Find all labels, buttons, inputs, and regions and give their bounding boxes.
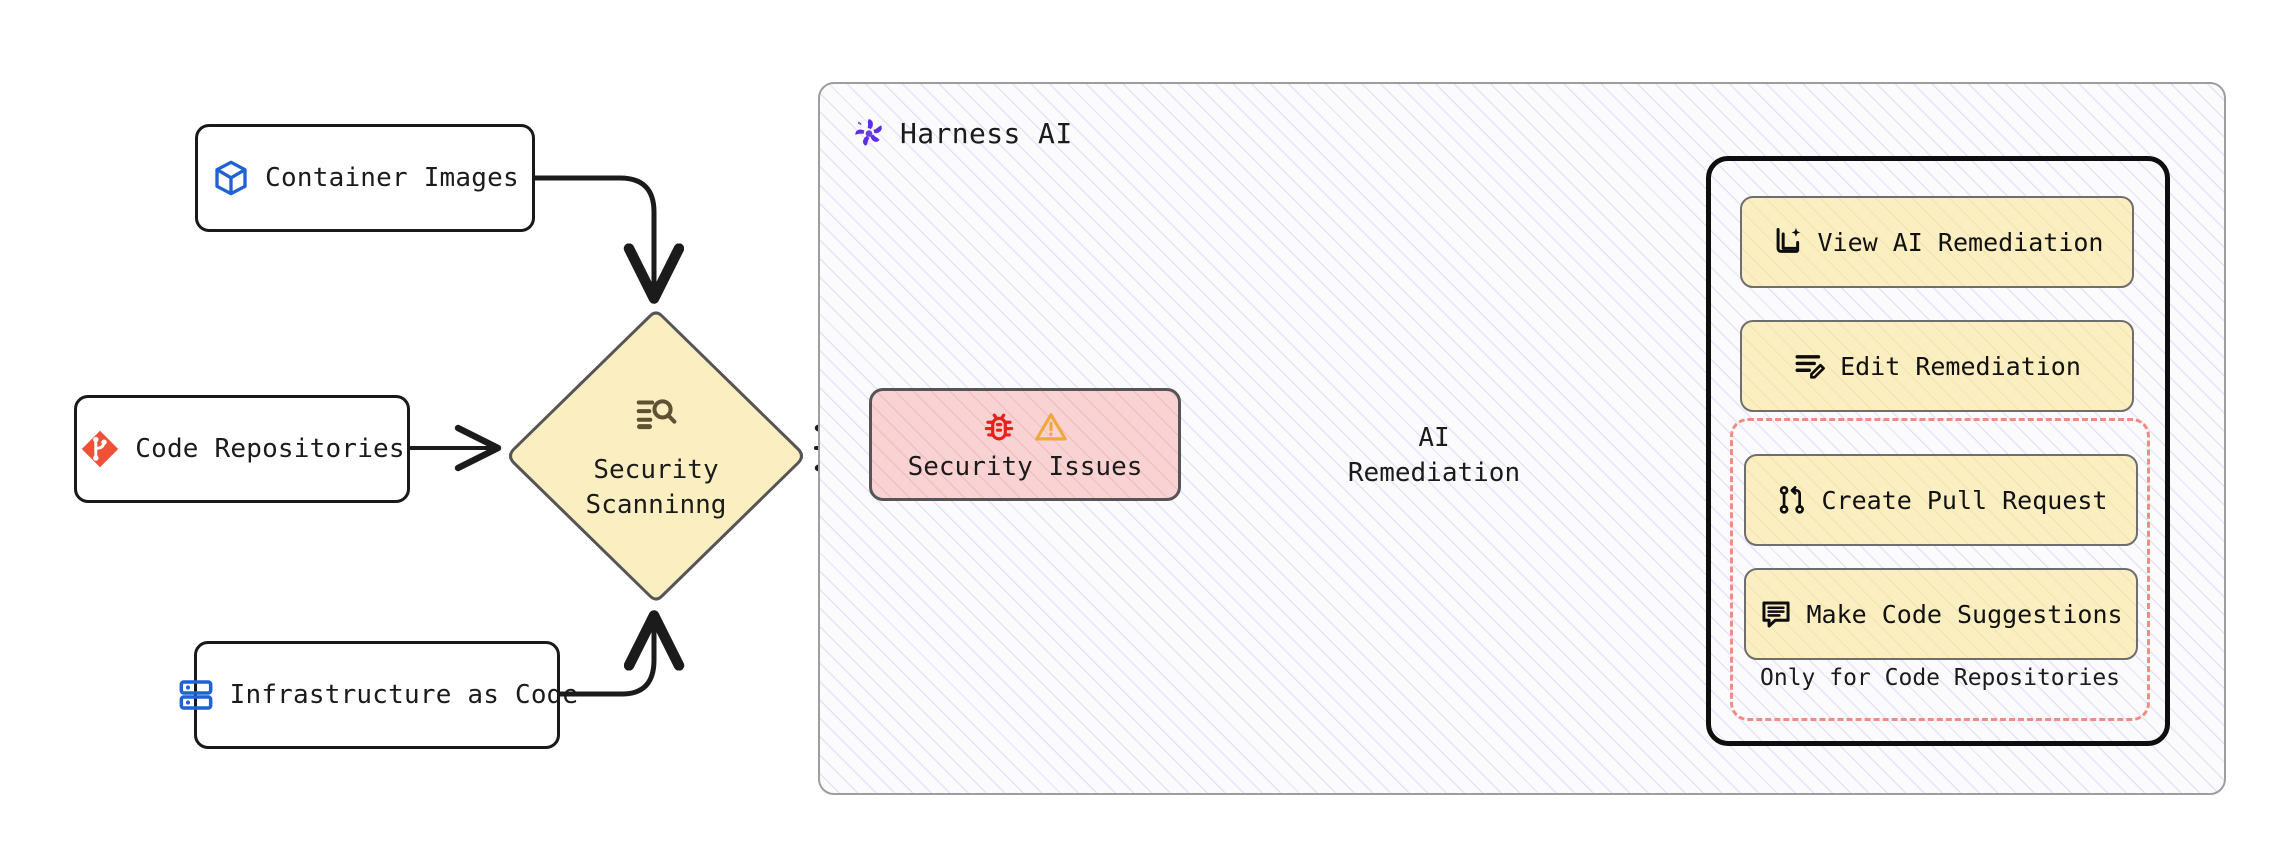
server-stack-icon (176, 675, 216, 715)
harness-pinwheel-icon (850, 114, 888, 152)
comment-lines-icon (1759, 597, 1793, 631)
ai-remediation-label-line1: AI (1418, 423, 1450, 453)
source-node-infrastructure-as-code[interactable]: Infrastructure as Code (179, 641, 578, 749)
edge-container-images-to-scanning (531, 175, 654, 296)
ai-remediation-node: AI Remediation (1285, 310, 1583, 602)
source-label-infrastructure-as-code: Infrastructure as Code (229, 680, 579, 710)
action-label-view-ai-remediation: View AI Remediation (1817, 227, 2104, 257)
harness-ai-title: Harness AI (900, 116, 1073, 150)
warning-triangle-icon (1032, 408, 1070, 446)
pull-request-icon (1775, 483, 1809, 517)
action-button-edit-remediation[interactable]: Edit Remediation (1740, 320, 2134, 412)
source-label-container-images: Container Images (265, 163, 519, 193)
security-scanning-label-line1: Security (593, 455, 719, 485)
security-scanning-node: Security Scanninng (507, 310, 805, 602)
bug-icon (980, 408, 1018, 446)
git-diamond-icon (79, 428, 121, 470)
document-sparkle-icon (1771, 225, 1805, 259)
action-label-make-code-suggestions: Make Code Suggestions (1806, 599, 2123, 629)
lines-pencil-icon (1793, 349, 1827, 383)
action-button-create-pull-request[interactable]: Create Pull Request (1744, 454, 2138, 546)
action-button-make-code-suggestions[interactable]: Make Code Suggestions (1744, 568, 2138, 660)
source-node-code-repositories[interactable]: Code Repositories (74, 395, 410, 503)
ai-remediation-label-line2: Remediation (1347, 458, 1521, 488)
action-label-edit-remediation: Edit Remediation (1840, 351, 2081, 381)
security-scanning-label-line2: Scanninng (585, 490, 727, 520)
cube-icon (211, 158, 251, 198)
action-button-view-ai-remediation[interactable]: View AI Remediation (1740, 196, 2134, 288)
source-node-container-images[interactable]: Container Images (195, 124, 535, 232)
code-repo-only-note: Only for Code Repositories (1760, 665, 2121, 691)
code-repo-only-group (1730, 418, 2150, 721)
scan-search-icon (633, 391, 679, 437)
security-scanning-diamond-shape (509, 311, 803, 601)
security-issues-label: Security Issues (907, 451, 1143, 482)
security-issues-icon-group (980, 408, 1070, 446)
ai-actions-panel (1706, 156, 2170, 746)
edge-iac-to-scanning (557, 618, 654, 697)
security-issues-node: Security Issues (869, 388, 1181, 501)
source-label-code-repositories: Code Repositories (135, 434, 405, 464)
harness-ai-title-group: Harness AI (850, 114, 1073, 152)
action-label-create-pull-request: Create Pull Request (1821, 485, 2108, 515)
